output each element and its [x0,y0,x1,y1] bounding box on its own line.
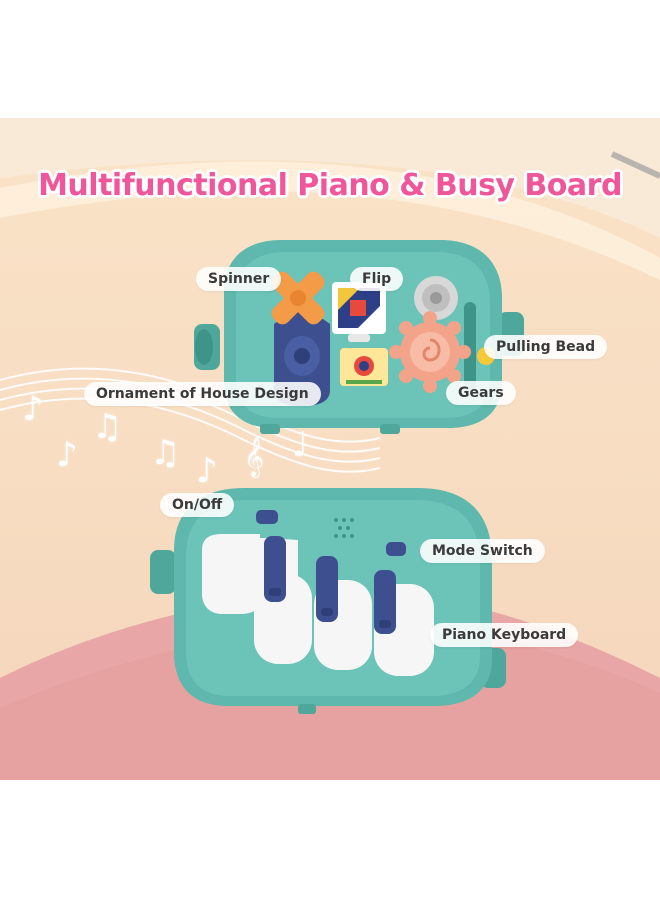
music-note-icon: ♫ [150,433,181,473]
mode-switch-label: Mode Switch [420,539,545,563]
music-note-icon: ♪ [22,389,44,429]
music-note-icon: ♩ [292,425,309,465]
piano-keyboard-label: Piano Keyboard [430,623,579,647]
ornament-label: Ornament of House Design [84,382,321,406]
treble-clef-icon: 𝄞 [244,437,265,477]
busy-board [194,240,524,434]
gears-label: Gears [446,381,516,405]
spinner-label: Spinner [196,267,282,291]
pulling-bead-label: Pulling Bead [484,335,608,359]
page-title: Multifunctional Piano & Busy Board [38,168,622,203]
piano-board [150,488,506,714]
product-scene: ♪ ♪ ♫ ♫ ♪ 𝄞 ♩ [0,118,660,780]
music-note-icon: ♪ [196,451,218,491]
on-off-label: On/Off [160,493,235,517]
music-note-icon: ♪ [56,435,78,475]
music-note-icon: ♫ [92,407,123,447]
flip-label: Flip [350,267,404,291]
